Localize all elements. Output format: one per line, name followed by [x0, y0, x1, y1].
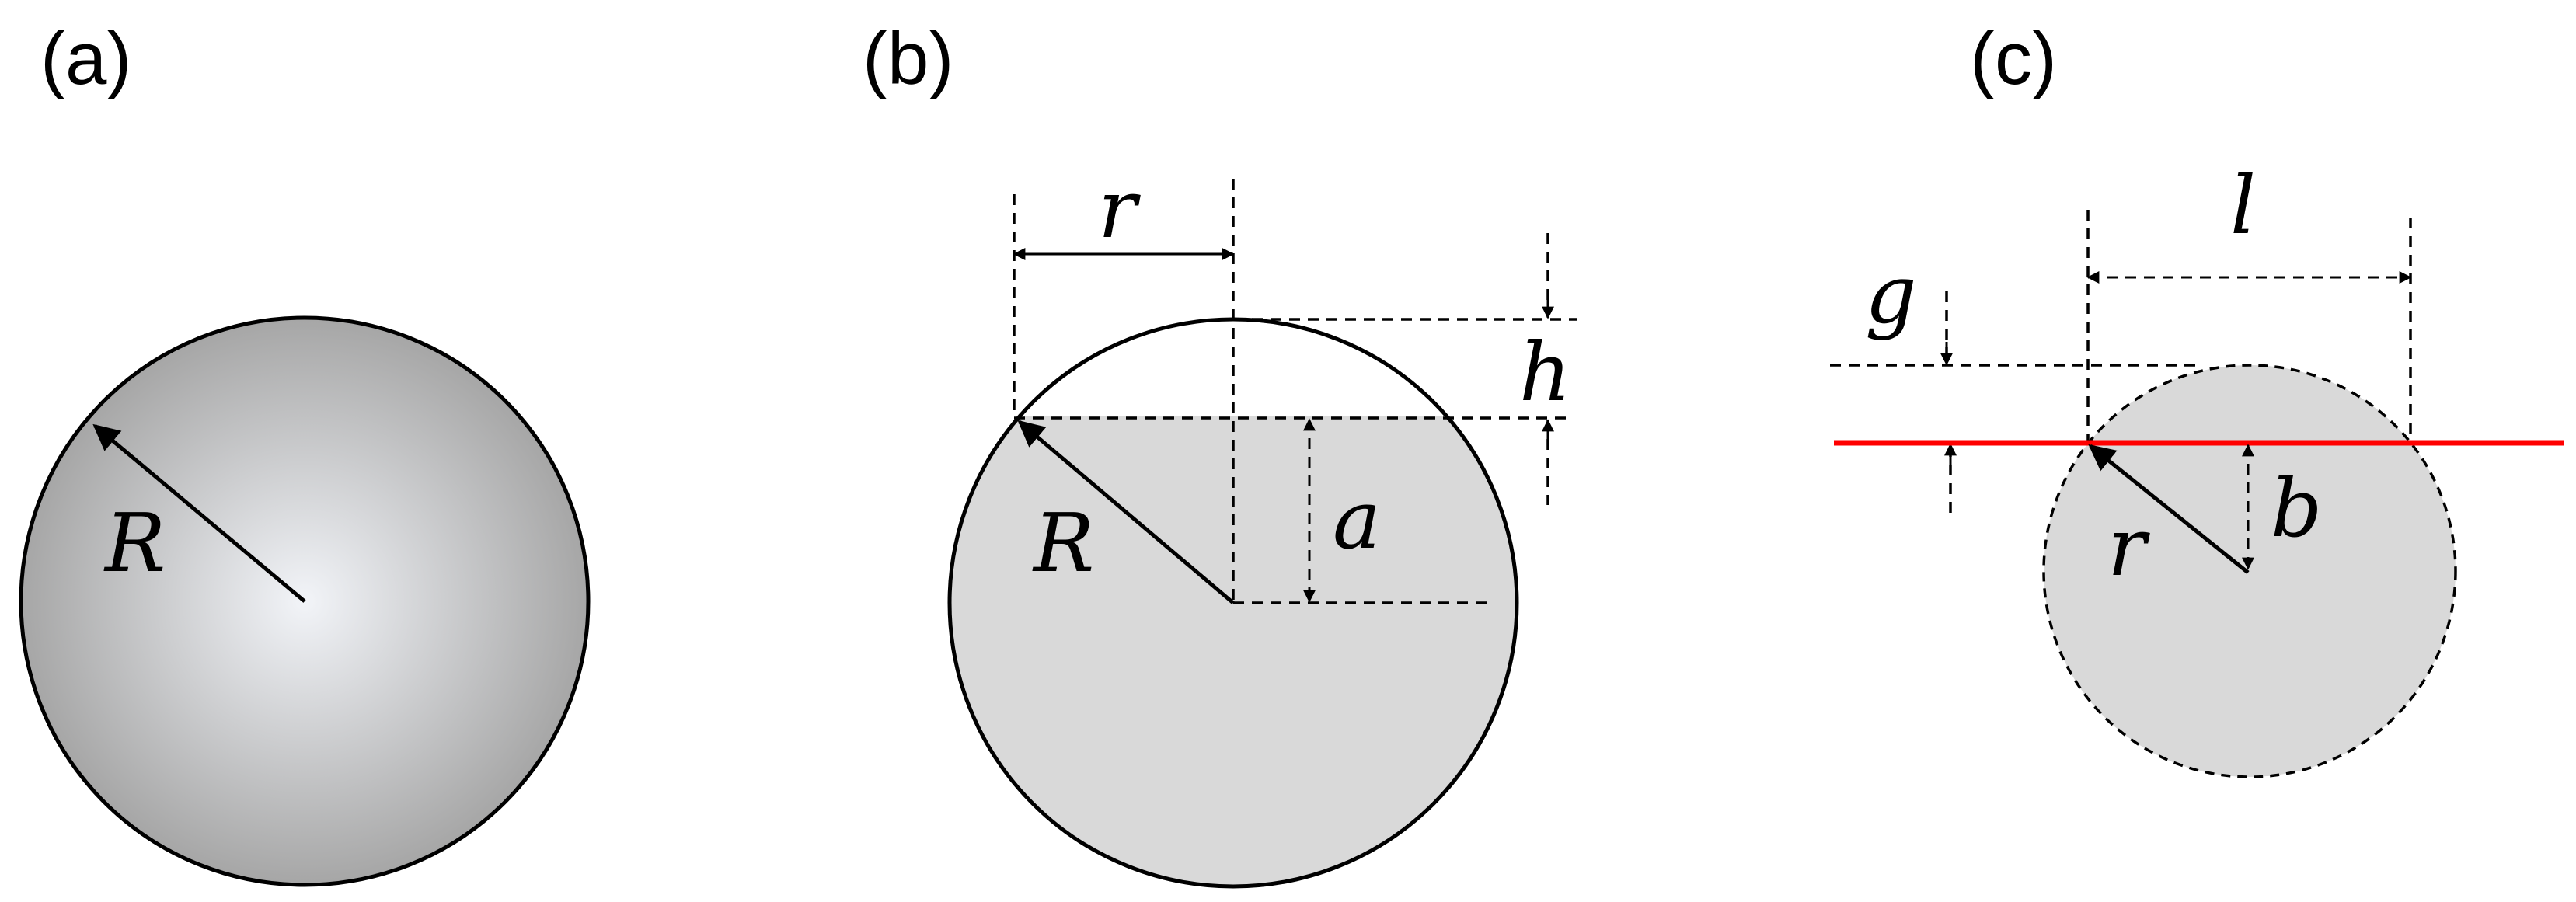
a-label: a	[1333, 472, 1381, 567]
radius-arrow-b	[1017, 420, 1235, 604]
l-label: l	[2230, 158, 2256, 252]
radius-label-a: R	[103, 496, 166, 590]
panel-a: (a) R	[19, 17, 591, 887]
panel-c: (c) l g b r	[1830, 17, 2564, 778]
radius-arrow-a	[92, 423, 306, 603]
b-label: b	[2271, 461, 2323, 555]
sphere-dashed-c	[2042, 364, 2457, 778]
h-label: h	[1519, 325, 1571, 420]
panel-a-label: (a)	[40, 17, 131, 100]
radius-label-c: r	[2107, 500, 2150, 594]
g-label: g	[1865, 247, 1917, 342]
radius-arrow-c	[2088, 444, 2250, 574]
radius-label-b: R	[1032, 496, 1094, 590]
panel-c-label: (c)	[1970, 17, 2057, 100]
r-label-b: r	[1098, 162, 1141, 256]
panel-b: (b) r h a R	[863, 17, 1577, 889]
panel-b-label: (b)	[863, 17, 953, 100]
truncated-sphere-fill	[950, 416, 1517, 886]
